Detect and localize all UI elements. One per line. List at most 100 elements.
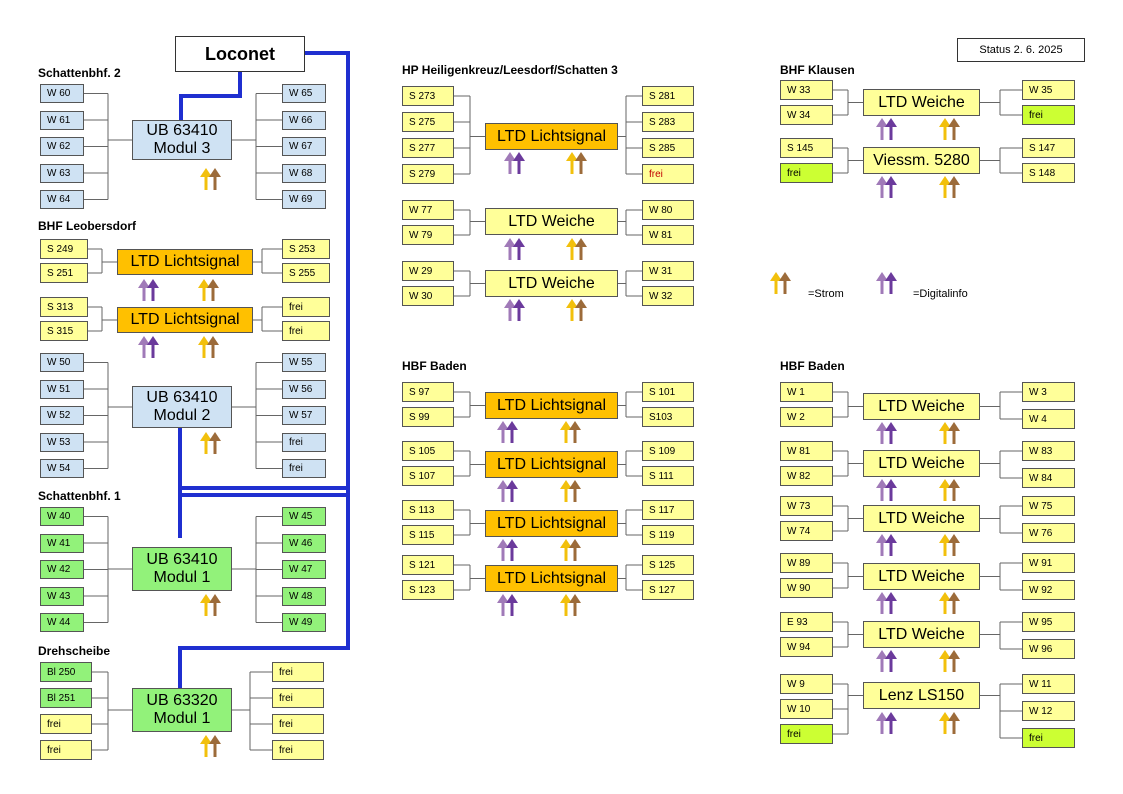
leo2-right-port: frei bbox=[282, 321, 330, 341]
klausen1-right-port: W 35 bbox=[1022, 80, 1075, 100]
hbf-right-4-right-port: W 92 bbox=[1022, 580, 1075, 600]
legend-digital-arrow-a bbox=[876, 272, 888, 294]
lenz-strom-arrow-a bbox=[939, 712, 951, 734]
section-title-drehscheibe: Drehscheibe bbox=[38, 644, 111, 658]
leo2-left-port: S 315 bbox=[40, 321, 88, 341]
hbf-mid-2-digital-arrow-b bbox=[506, 480, 518, 502]
legend-strom-arrow-a bbox=[770, 272, 782, 294]
section-title-schatten2: Schattenbhf. 2 bbox=[38, 66, 121, 80]
legend-strom-arrow-b bbox=[779, 272, 791, 294]
leo2-right-port: frei bbox=[282, 297, 330, 317]
section-title-klausen: BHF Klausen bbox=[780, 63, 855, 77]
schatten1-left-port: W 40 bbox=[40, 507, 84, 526]
schatten2-left-port: W 64 bbox=[40, 190, 84, 209]
hp-signal-strom-arrow-b bbox=[575, 152, 587, 174]
hbf-right-3-digital-arrow-a bbox=[876, 534, 888, 556]
modul2-right-port: W 57 bbox=[282, 406, 326, 425]
leo2-digital-arrow-b bbox=[147, 336, 159, 358]
hp-signal-left-port: S 279 bbox=[402, 164, 454, 184]
lenz-digital-arrow-a bbox=[876, 712, 888, 734]
leo1-module: LTD Lichtsignal bbox=[117, 249, 253, 275]
hbf-mid-1-strom-arrow-a bbox=[560, 421, 572, 443]
hbf-right-4-strom-arrow-b bbox=[948, 592, 960, 614]
hbf-mid-1-left-port: S 97 bbox=[402, 382, 454, 402]
hbf-right-4-left-port: W 90 bbox=[780, 578, 833, 598]
klausen2-module: Viessm. 5280 bbox=[863, 147, 980, 174]
hp-weiche2-left-port: W 29 bbox=[402, 261, 454, 281]
klausen1-left-port: W 33 bbox=[780, 80, 833, 100]
drehscheibe-strom-arrow-a bbox=[200, 735, 212, 757]
modul2-left-port: W 54 bbox=[40, 459, 84, 478]
schatten1-right-port: W 46 bbox=[282, 533, 326, 553]
hbf-right-3-left-port: W 74 bbox=[780, 521, 833, 541]
hbf-right-5-strom-arrow-b bbox=[948, 650, 960, 672]
hp-weiche2-left-port: W 30 bbox=[402, 286, 454, 306]
hp-signal-module: LTD Lichtsignal bbox=[485, 123, 618, 150]
hbf-right-5-right-port: W 96 bbox=[1022, 639, 1075, 659]
hbf-mid-1-right-port: S103 bbox=[642, 407, 694, 427]
schatten2-right-port: W 65 bbox=[282, 84, 326, 103]
schatten2-left-port: W 61 bbox=[40, 110, 84, 130]
hp-weiche1-strom-arrow-a bbox=[566, 238, 578, 260]
hbf-mid-3-strom-arrow-a bbox=[560, 539, 572, 561]
legend-strom: =Strom bbox=[808, 288, 844, 300]
hbf-right-2-digital-arrow-b bbox=[885, 479, 897, 501]
hbf-right-4-module: LTD Weiche bbox=[863, 563, 980, 590]
hp-weiche1-digital-arrow-b bbox=[513, 238, 525, 260]
hbf-mid-2-right-port: S 109 bbox=[642, 441, 694, 461]
klausen2-strom-arrow-a bbox=[939, 176, 951, 198]
hbf-mid-1-digital-arrow-b bbox=[506, 421, 518, 443]
hbf-right-2-strom-arrow-b bbox=[948, 479, 960, 501]
drehscheibe-right-port: frei bbox=[272, 688, 324, 708]
hbf-mid-1-digital-arrow-a bbox=[497, 421, 509, 443]
hbf-right-5-left-port: E 93 bbox=[780, 612, 833, 632]
klausen2-strom-arrow-b bbox=[948, 176, 960, 198]
hbf-right-3-left-port: W 73 bbox=[780, 496, 833, 516]
schatten1-right-port: W 47 bbox=[282, 560, 326, 579]
hbf-mid-4-right-port: S 127 bbox=[642, 580, 694, 600]
hbf-mid-4-digital-arrow-b bbox=[506, 594, 518, 616]
hp-weiche1-right-port: W 81 bbox=[642, 225, 694, 245]
drehscheibe-right-port: frei bbox=[272, 740, 324, 760]
hp-signal-digital-arrow-a bbox=[504, 152, 516, 174]
hbf-right-1-left-port: W 2 bbox=[780, 407, 833, 427]
schatten2-strom-arrow-b bbox=[209, 168, 221, 190]
hbf-right-1-strom-arrow-b bbox=[948, 422, 960, 444]
section-title-schatten1: Schattenbhf. 1 bbox=[38, 489, 121, 503]
klausen1-module: LTD Weiche bbox=[863, 89, 980, 116]
hbf-right-2-module: LTD Weiche bbox=[863, 450, 980, 477]
hbf-right-5-digital-arrow-b bbox=[885, 650, 897, 672]
schatten1-strom-arrow-a bbox=[200, 594, 212, 616]
loconet-bus bbox=[178, 51, 350, 688]
hp-weiche2-digital-arrow-a bbox=[504, 299, 516, 321]
hp-signal-right-port: S 285 bbox=[642, 138, 694, 158]
hbf-right-1-digital-arrow-b bbox=[885, 422, 897, 444]
hbf-mid-4-strom-arrow-b bbox=[569, 594, 581, 616]
status-label: Status 2. 6. 2025 bbox=[957, 38, 1085, 62]
leo1-strom-arrow-b bbox=[207, 279, 219, 301]
hbf-mid-2-left-port: S 107 bbox=[402, 466, 454, 486]
hp-weiche1-strom-arrow-b bbox=[575, 238, 587, 260]
modul2-strom-arrow-a bbox=[200, 432, 212, 454]
hp-signal-left-port: S 277 bbox=[402, 138, 454, 158]
hbf-mid-3-right-port: S 117 bbox=[642, 500, 694, 520]
hbf-mid-2-module: LTD Lichtsignal bbox=[485, 451, 618, 478]
hbf-mid-2-digital-arrow-a bbox=[497, 480, 509, 502]
lenz-left-port: W 10 bbox=[780, 699, 833, 719]
leo1-right-port: S 253 bbox=[282, 239, 330, 259]
hbf-right-4-left-port: W 89 bbox=[780, 553, 833, 573]
modul2-left-port: W 52 bbox=[40, 406, 84, 425]
modul2-left-port: W 53 bbox=[40, 432, 84, 452]
hbf-mid-3-right-port: S 119 bbox=[642, 525, 694, 545]
loconet-label: Loconet bbox=[175, 36, 305, 72]
hbf-mid-1-strom-arrow-b bbox=[569, 421, 581, 443]
leo1-left-port: S 249 bbox=[40, 239, 88, 259]
hp-weiche1-module: LTD Weiche bbox=[485, 208, 618, 235]
lenz-left-port: frei bbox=[780, 724, 833, 744]
legend-digitalinfo: =Digitalinfo bbox=[913, 288, 968, 300]
hbf-mid-2-left-port: S 105 bbox=[402, 441, 454, 461]
hbf-right-4-strom-arrow-a bbox=[939, 592, 951, 614]
klausen2-left-port: S 145 bbox=[780, 138, 833, 158]
hbf-right-3-right-port: W 76 bbox=[1022, 523, 1075, 543]
